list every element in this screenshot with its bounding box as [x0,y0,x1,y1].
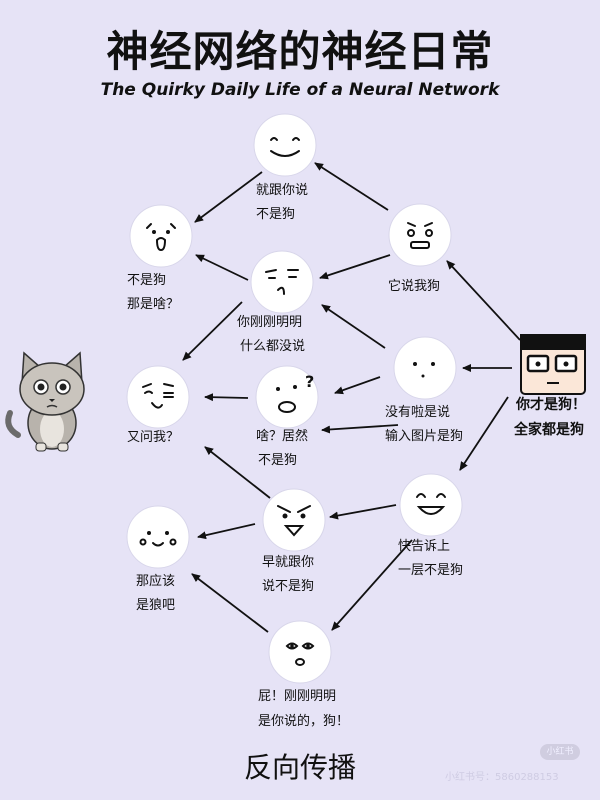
face-neutral [393,336,457,400]
caption-angry-2: 说不是狗 [262,579,314,594]
caption-surprised-2: 那是啥？ [127,296,179,312]
face-angry [262,488,326,552]
man-with-glasses-icon [520,334,586,395]
page-title: 神经网络的神经日常 [106,27,494,76]
caption-smirk-2: 什么都没说 [240,339,305,354]
page-subtitle: The Quirky Daily Life of a Neural Networ… [100,80,500,100]
arrow-question-to-wink [204,393,249,402]
face-blush [126,505,190,569]
arrow-neutral-to-bottom [321,424,399,434]
caption-top-smile-1: 就跟你说 [256,183,308,198]
caption-wink-1: 又问我？ [127,430,179,445]
caption-worried-1: 它说我狗 [388,278,440,294]
face-question: ? [255,365,319,429]
arrow-neutral-to-smirk [321,304,386,349]
caption-bottom-1: 屁！刚刚明明 [258,689,336,704]
arrows [182,162,521,633]
caption-smirk-1: 你刚刚明明 [237,315,302,330]
face-worried [388,203,452,267]
arrow-smirk-to-surprised [195,254,249,281]
arrow-bottom-to-blush [191,573,269,633]
arrow-worried-to-topsmile [314,162,389,211]
caption-laugh-1: 快告诉上 [398,539,450,554]
arrow-laugh-to-bottom [331,539,413,631]
face-wink [126,365,190,429]
caption-neutral-2: 输入图片是狗 [385,428,463,444]
arrow-man-to-laugh [459,396,509,471]
caption-surprised-1: 不是狗 [127,273,166,288]
arrow-worried-to-smirk [319,254,391,280]
arrow-man-to-worried [446,260,521,341]
caption-angry-1: 早就跟你 [262,555,314,570]
caption-question-1: 啥？居然 [256,428,308,444]
caption-blush-2: 是狼吧 [136,598,175,613]
face-surprised [129,204,193,268]
arrow-angry-to-wink [204,446,271,499]
svg-text:?: ? [305,372,314,391]
face-top-smile [253,113,317,177]
caption-laugh-2: 一层不是狗 [398,563,463,578]
arrow-neutral-to-question [334,376,381,395]
caption-blush-1: 那应该 [136,573,175,589]
face-bottom [268,620,332,684]
face-laugh [399,473,463,537]
watermark-id: 小红书号：5860288153 [445,772,559,783]
watermark-badge: 小红书 [540,744,580,760]
captions: 就跟你说 不是狗 不是狗 那是啥？ 它说我狗 你刚刚明明 什么都没说 又问我？ … [127,183,586,729]
cat-icon [5,351,85,452]
caption-question-2: 不是狗 [258,453,297,468]
caption-neutral-1: 没有啦是说 [385,405,450,420]
caption-bottom-2: 是你说的，狗！ [258,713,349,729]
arrow-angry-to-blush [197,523,256,540]
caption-man-1: 你才是狗！ [515,396,586,413]
face-smirk [250,250,314,314]
arrow-topsmile-to-surprised [194,171,263,223]
arrow-smirk-to-wink [182,301,243,361]
footer-title: 反向传播 [243,751,356,784]
arrow-laugh-to-angry [329,504,397,520]
caption-top-smile-2: 不是狗 [256,207,295,222]
caption-man-2: 全家都是狗 [513,421,584,438]
